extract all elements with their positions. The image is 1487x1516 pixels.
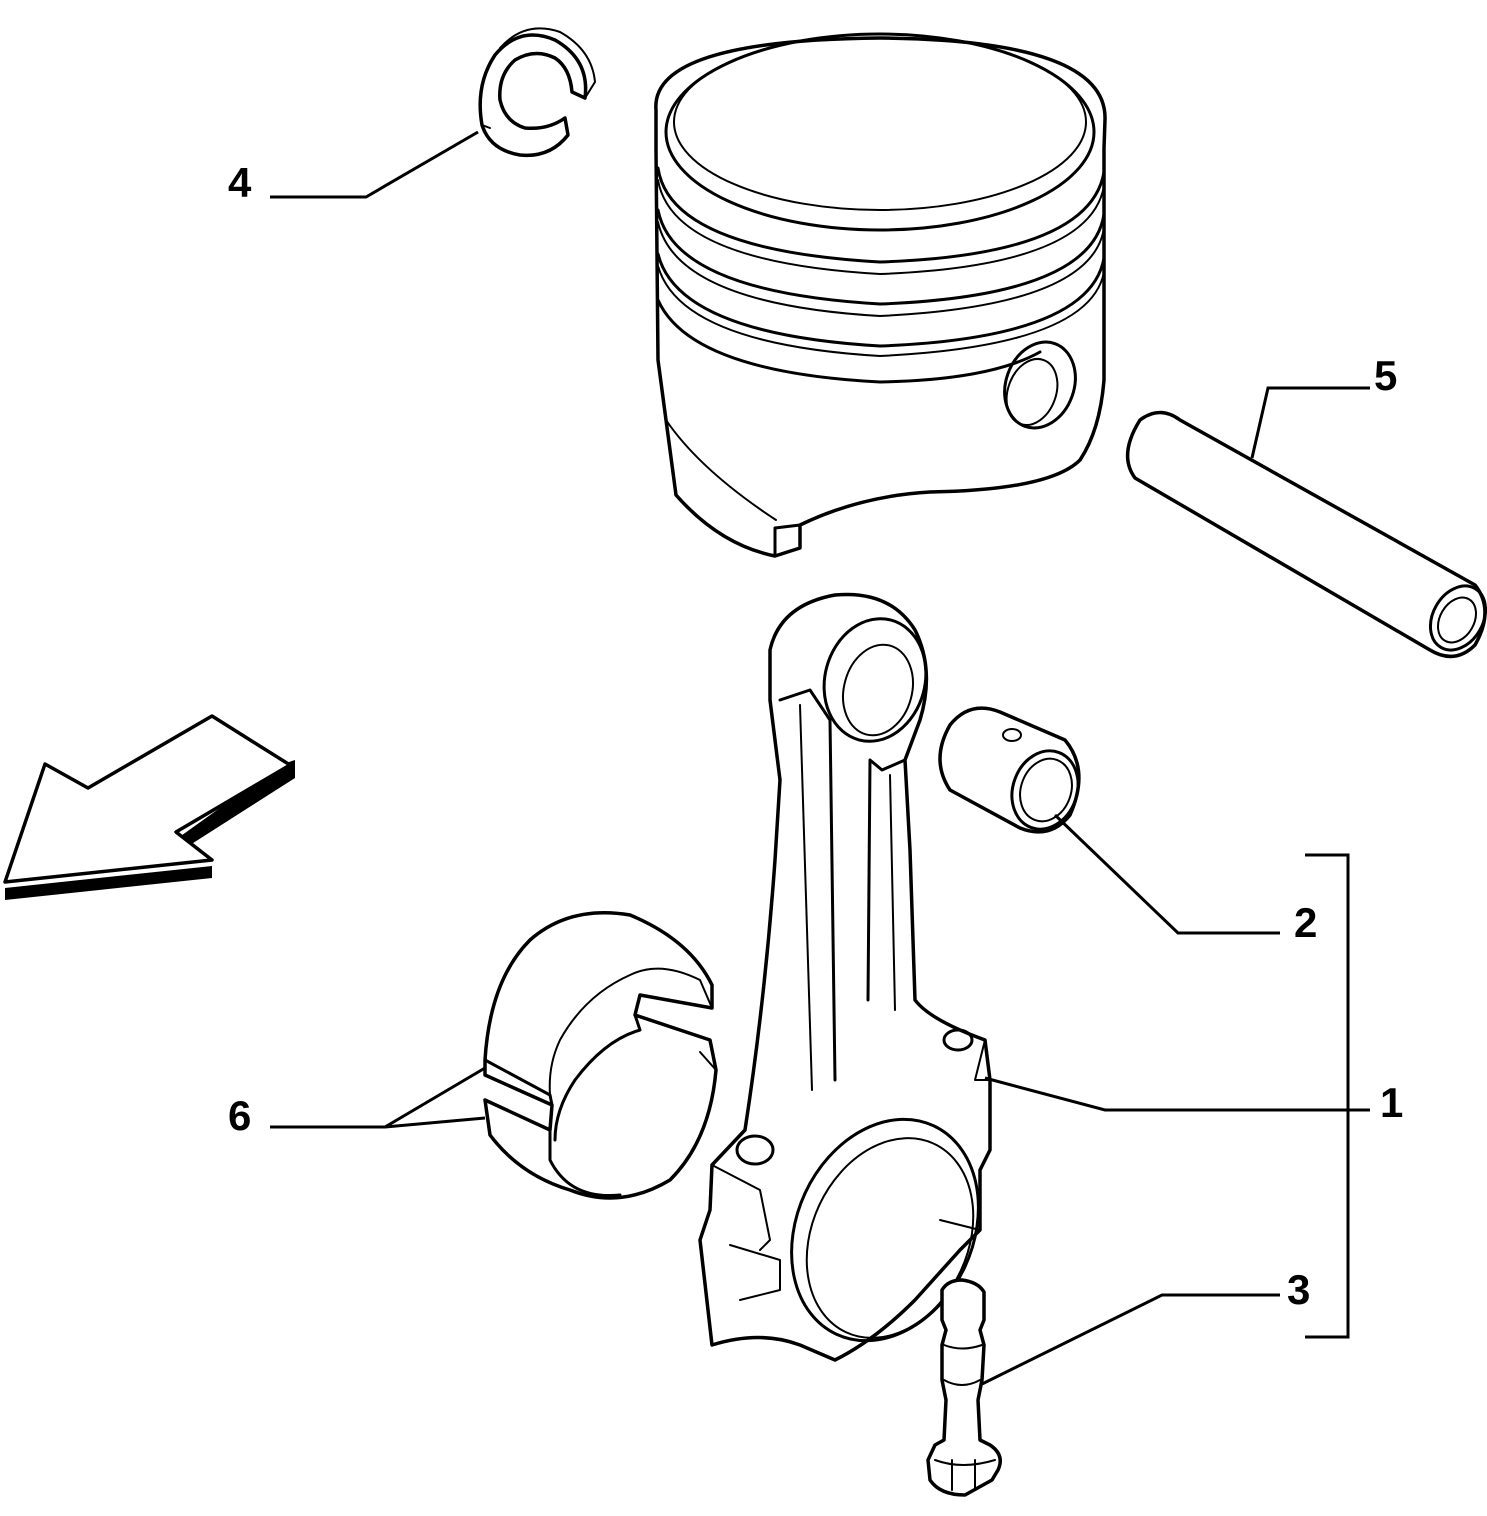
leader-3 (979, 1293, 1280, 1387)
leader-4 (270, 130, 479, 199)
leader-lines (270, 130, 1370, 1387)
small-end-bushing (938, 706, 1081, 834)
big-end-bearing-shells (483, 911, 718, 1200)
leader-5 (1250, 386, 1370, 459)
front-direction-arrow (3, 714, 295, 900)
callout-2: 2 (1294, 899, 1317, 946)
leader-6 (270, 1066, 486, 1129)
cap-bolt (926, 1278, 1002, 1497)
callout-6: 6 (228, 1092, 251, 1139)
leader-1 (984, 1076, 1370, 1112)
group-bracket (1305, 853, 1350, 1339)
piston-pin (1125, 410, 1487, 659)
piston-pin-circlip (478, 27, 596, 158)
callout-3: 3 (1287, 1266, 1310, 1313)
connecting-rod (698, 592, 992, 1362)
callout-5: 5 (1374, 352, 1397, 399)
callout-4: 4 (228, 159, 252, 206)
leader-2 (1053, 813, 1280, 935)
piston (654, 32, 1107, 558)
callout-1: 1 (1380, 1079, 1403, 1126)
